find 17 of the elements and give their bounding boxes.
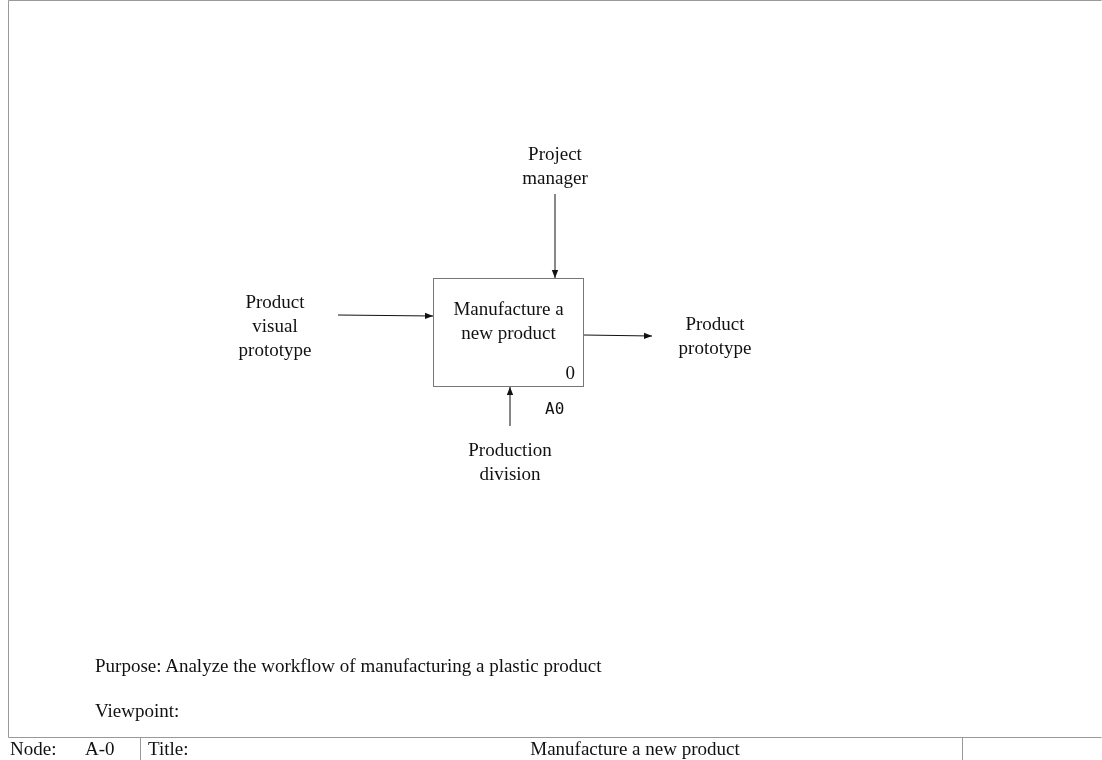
arrow-label: Product visual prototype (237, 290, 313, 362)
process-name: Manufacture a new product (452, 297, 565, 345)
arrow-label: Product prototype (677, 312, 753, 360)
node-id: A0 (545, 398, 565, 420)
purpose-note: Purpose: Analyze the workflow of manufacturing a plastic product (95, 655, 602, 677)
arrow (551, 193, 559, 279)
table-text: Manufacture a new product (529, 738, 741, 760)
table-header: Title: (148, 738, 189, 760)
table-header: Node: (10, 738, 57, 760)
arrow (337, 312, 434, 320)
box-number: 0 (565, 362, 575, 384)
node-number: A-0 (85, 738, 115, 760)
viewpoint-note: Viewpoint: (95, 700, 180, 722)
arrow (583, 332, 653, 340)
arrow (506, 386, 514, 427)
arrow-label: Project manager (521, 142, 589, 190)
arrow-label: Production division (467, 438, 553, 486)
